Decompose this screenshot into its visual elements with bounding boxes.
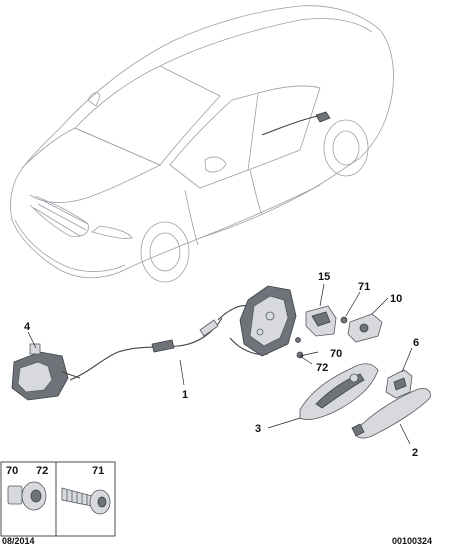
callout-3: 3 [255, 423, 261, 435]
callout-6: 6 [413, 337, 419, 349]
fastener-label-71: 71 [92, 465, 104, 477]
fastener-detail-box: 70 72 71 [0, 461, 116, 537]
diagram-reference-number: 00100324 [392, 536, 432, 546]
fastener-label-72: 72 [36, 465, 48, 477]
part-gasket [385, 369, 413, 399]
callout-72: 72 [316, 362, 328, 374]
screw-icon [61, 487, 111, 515]
car-illustration [10, 5, 394, 283]
callouts: 4 1 15 71 10 70 72 6 3 2 [24, 271, 419, 459]
part-striker [347, 313, 383, 343]
part-fasteners [295, 316, 348, 359]
diagram-date: 08/2014 [2, 536, 35, 546]
part-exterior-handle [351, 388, 431, 439]
leader-lines [27, 283, 413, 445]
callout-2: 2 [412, 447, 418, 459]
part-lock-mechanism [239, 285, 297, 357]
part-cable [69, 305, 269, 381]
rivet-icon [7, 481, 47, 511]
part-bracket [305, 305, 337, 337]
callout-70: 70 [330, 348, 342, 360]
callout-15: 15 [318, 271, 330, 283]
callout-71: 71 [358, 281, 370, 293]
callout-4: 4 [24, 321, 31, 333]
callout-10: 10 [390, 293, 402, 305]
part-door-lock [11, 343, 81, 401]
fastener-label-70: 70 [6, 465, 18, 477]
part-handle-bracket [299, 363, 379, 420]
callout-1: 1 [182, 389, 188, 401]
